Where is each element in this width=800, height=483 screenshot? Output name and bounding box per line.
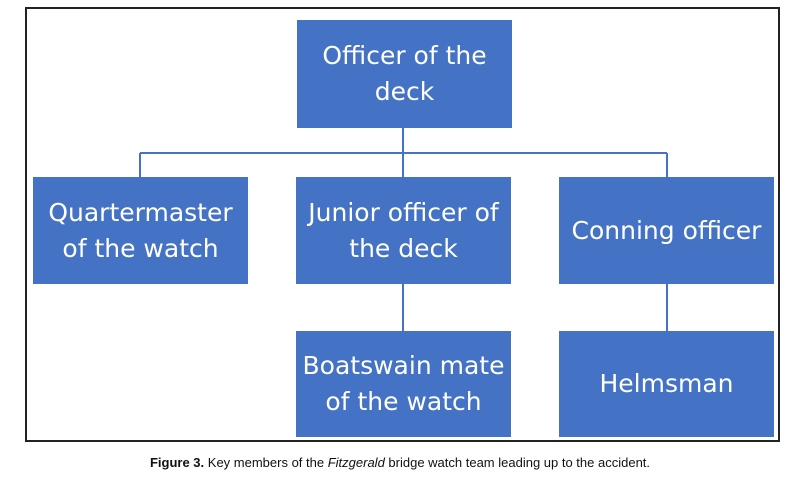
caption-label: Figure 3. [149,455,205,470]
node-label: Boatswain mate of the watch [302,351,505,416]
node-quartermaster-of-the-watch: Quartermaster of the watch [33,177,248,284]
figure-caption: Figure 3. Key members of the Fitzgerald … [0,455,800,470]
node-label: Helmsman [599,369,734,398]
node-label: Junior officer of the deck [308,197,499,263]
diagram-frame [25,7,780,442]
caption-text-before: Key members of the [204,455,328,470]
node-label: Officer of the deck [322,41,487,106]
node-junior-officer-of-the-deck: Junior officer of the deck [296,177,511,284]
node-helmsman: Helmsman [559,331,774,437]
node-label: Conning officer [571,215,762,245]
node-officer-of-the-deck: Officer of the deck [297,20,512,128]
node-boatswain-mate-of-the-watch: Boatswain mate of the watch [296,331,511,437]
node-label: Quartermaster of the watch [48,197,233,263]
caption-text-after: bridge watch team leading up to the acci… [384,455,651,470]
node-conning-officer: Conning officer [559,177,774,284]
caption-emphasis: Fitzgerald [327,455,385,470]
